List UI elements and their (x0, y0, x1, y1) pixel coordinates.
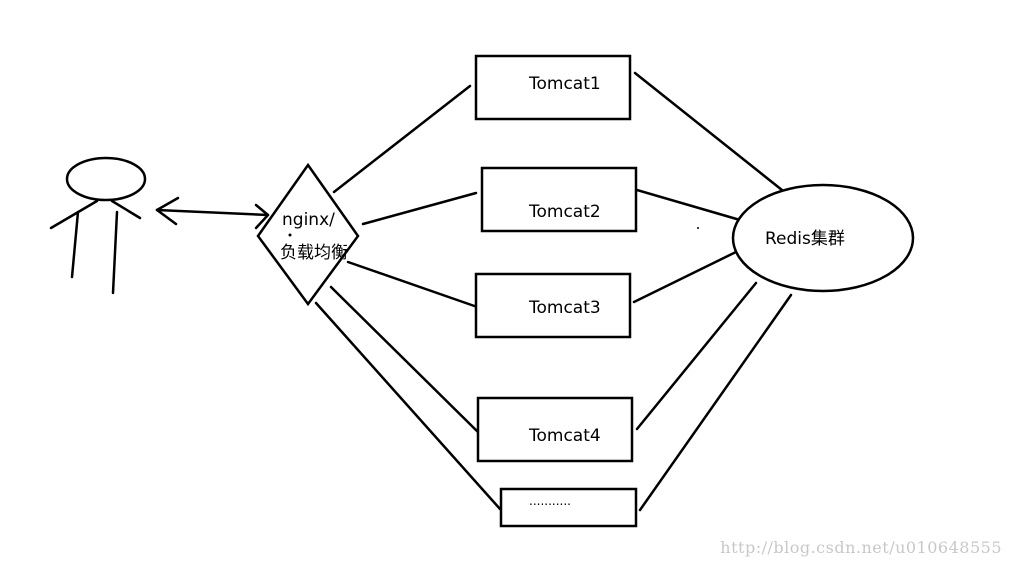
arrow-right-head-top (254, 203, 270, 217)
nginx-dot (288, 233, 292, 237)
nginx-diamond (256, 162, 360, 307)
more-tomcats-node: ........... (499, 487, 638, 528)
nginx-load-balancer: nginx/ 负载均衡 (256, 162, 360, 307)
tomcat3-node: Tomcat3 (474, 272, 632, 339)
tomcat3-label: Tomcat3 (528, 298, 601, 318)
arrow-left-head-bottom (155, 208, 178, 226)
nginx-to-tomcat3-line (346, 260, 485, 311)
tomcat2-to-redis-line (628, 186, 742, 222)
nginx-to-tomcat2-line (361, 191, 478, 226)
watermark: http://blog.csdn.net/u010648555 (720, 538, 1002, 557)
user-right-arm (110, 199, 142, 220)
user-right-leg (111, 210, 119, 295)
tomcat1-box (474, 54, 632, 121)
stray-dot (697, 227, 699, 229)
more-label: ........... (529, 494, 571, 508)
arrow-shaft (155, 208, 270, 217)
user-head (65, 156, 147, 202)
arrow-right-head-bottom (254, 213, 270, 230)
redis-ellipse (731, 183, 915, 293)
tomcat4-label: Tomcat4 (528, 426, 601, 446)
tomcat3-to-redis-line (632, 248, 742, 304)
user-nginx-arrow (155, 196, 270, 230)
nginx-to-tomcat1-line (332, 84, 472, 194)
tomcat2-label: Tomcat2 (528, 202, 601, 222)
tomcat1-node: Tomcat1 (474, 54, 632, 121)
arrow-left-head-top (155, 196, 180, 212)
nginx-label-line1: nginx/ (282, 210, 335, 230)
tomcat1-to-redis-line (633, 71, 789, 196)
user-figure (49, 156, 147, 295)
redis-label: Redis集群 (765, 229, 845, 249)
tomcat2-node: Tomcat2 (480, 166, 638, 233)
nginx-to-more-line (314, 301, 502, 511)
more-to-redis-line (638, 293, 793, 512)
tomcat4-box (476, 396, 634, 463)
nginx-connections (314, 84, 502, 511)
tomcat3-box (474, 272, 632, 339)
nginx-to-tomcat4-line (329, 285, 483, 437)
redis-cluster-node: Redis集群 (731, 183, 915, 293)
redis-connections (628, 71, 793, 512)
user-left-arm (49, 199, 99, 230)
tomcat2-box (480, 166, 638, 233)
tomcat4-node: Tomcat4 (476, 396, 634, 463)
nginx-label-line2: 负载均衡 (280, 243, 348, 263)
user-left-leg (70, 210, 80, 279)
tomcat1-label: Tomcat1 (528, 74, 601, 94)
more-box (499, 487, 638, 528)
tomcat4-to-redis-line (635, 281, 758, 431)
